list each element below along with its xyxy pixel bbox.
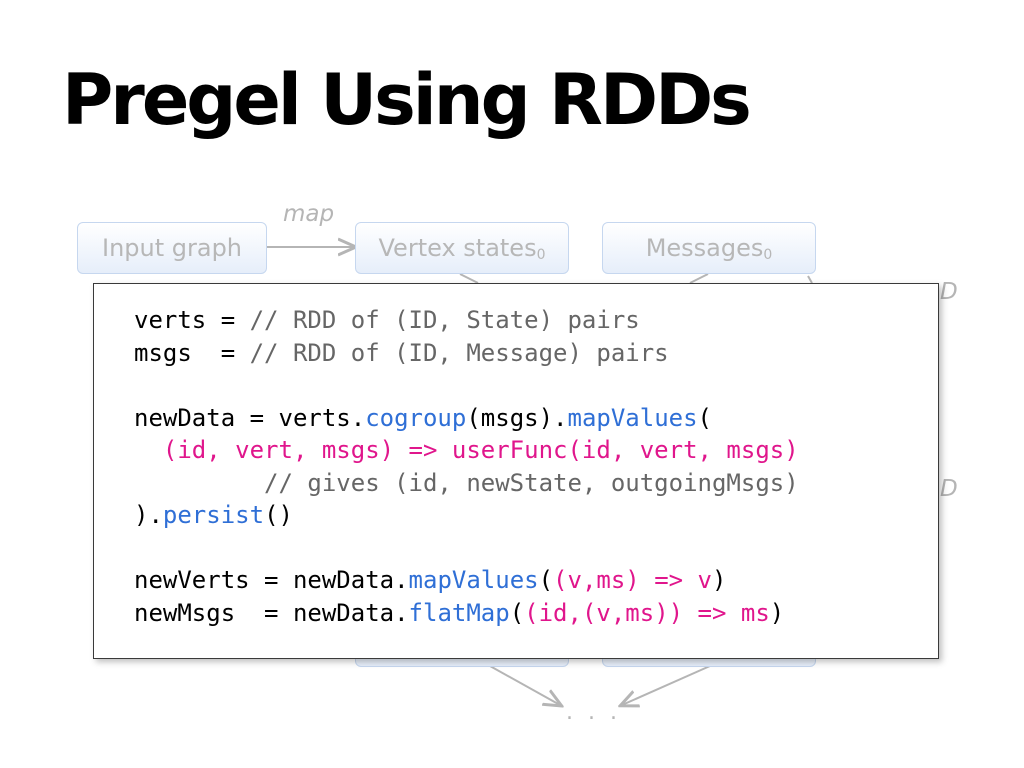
- node-vertex-states-label: Vertex states: [378, 234, 537, 262]
- code-token: (id,(v,ms)) => ms: [524, 598, 770, 627]
- edge-right-stub: [807, 275, 813, 284]
- code-token: ): [712, 566, 727, 594]
- node-vertex-states-sub: 0: [536, 247, 546, 263]
- code-line: msgs = // RDD of (ID, Message) pairs: [134, 337, 799, 370]
- code-token: newMsgs = newData.: [134, 598, 409, 627]
- code-token: msgs =: [134, 338, 250, 367]
- code-token: // gives (id, newState, outgoingMsgs): [134, 468, 799, 497]
- node-vertex-states: Vertex states0: [355, 222, 569, 274]
- code-line: ​: [134, 369, 799, 402]
- code-token: (: [538, 566, 554, 594]
- slide-title: Pregel Using RDDs: [62, 59, 752, 141]
- code-token: (id, vert, msgs) => userFunc(id, vert, m…: [134, 436, 799, 464]
- code-token: mapValues: [567, 403, 698, 432]
- code-line: (id, vert, msgs) => userFunc(id, vert, m…: [134, 434, 799, 467]
- code-line: ​: [134, 532, 799, 565]
- code-token: newVerts = newData.: [134, 566, 409, 594]
- edge-vertex-down: [459, 273, 479, 284]
- node-messages-label: Messages: [645, 234, 764, 262]
- code-token: flatMap: [408, 598, 510, 627]
- edge-label-right-1: D: [940, 279, 958, 305]
- code-token: (v,ms) => v: [553, 566, 712, 594]
- code-token: // RDD of (ID, State) pairs: [249, 306, 640, 334]
- node-messages: Messages0: [602, 222, 816, 274]
- code-token: verts =: [134, 306, 250, 334]
- code-token: ).: [134, 501, 163, 529]
- code-line: // gives (id, newState, outgoingMsgs): [134, 467, 799, 500]
- code-token: (: [697, 403, 712, 432]
- code-token: persist: [162, 501, 265, 529]
- edge-label-right-2: D: [940, 476, 958, 502]
- edge-bottom-right: [622, 665, 711, 705]
- code-token: (: [509, 598, 525, 627]
- code-line: newData = verts.cogroup(msgs).mapValues(: [134, 402, 799, 435]
- code-line: verts = // RDD of (ID, State) pairs: [134, 304, 799, 337]
- node-messages-sub: 0: [763, 247, 773, 263]
- edge-label-map: map: [283, 201, 335, 227]
- node-input-graph: Input graph: [77, 222, 267, 274]
- edge-bottom-left: [489, 665, 560, 705]
- code-token: mapValues: [408, 566, 539, 594]
- node-input-graph-label: Input graph: [101, 234, 243, 262]
- code-token: // RDD of (ID, Message) pairs: [249, 338, 669, 367]
- code-token: ): [769, 598, 785, 627]
- code-line: newMsgs = newData.flatMap((id,(v,ms)) =>…: [134, 597, 799, 630]
- edge-messages-down: [689, 273, 709, 284]
- code-line: newVerts = newData.mapValues((v,ms) => v…: [134, 564, 799, 597]
- ellipsis: . . .: [566, 700, 621, 725]
- code-token: newData = verts.: [134, 403, 366, 432]
- code-token: (msgs).: [466, 403, 568, 432]
- code-line: ).persist(): [134, 499, 799, 532]
- code-token: (): [264, 501, 293, 529]
- code-token: cogroup: [365, 403, 467, 432]
